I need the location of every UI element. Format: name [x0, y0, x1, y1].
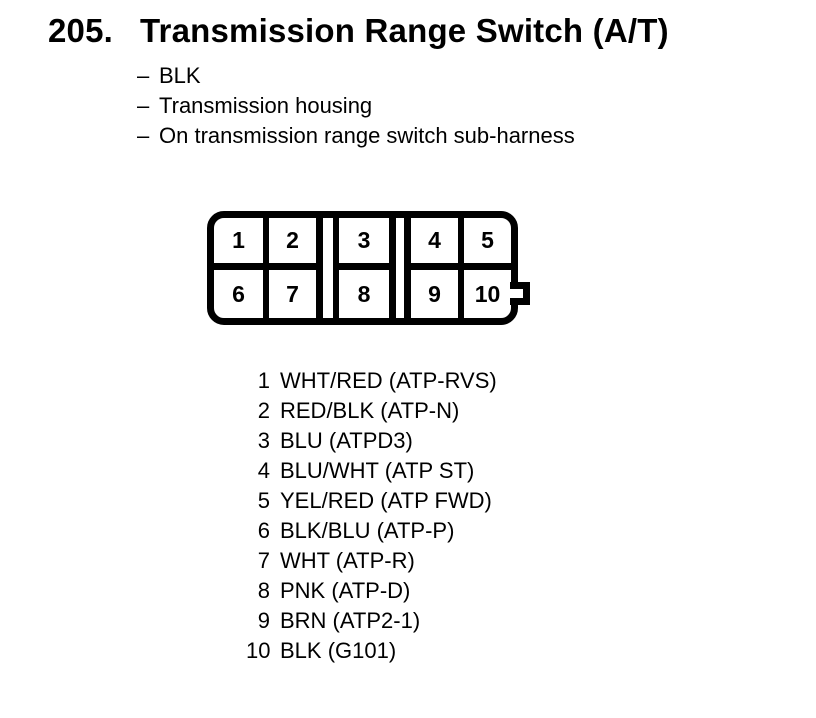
group-gap — [323, 218, 333, 318]
cell-divider — [458, 218, 464, 318]
dash: – — [137, 63, 150, 88]
note-line: – Transmission housing — [137, 91, 575, 121]
pin-description: RED/BLK (ATP-N) — [280, 398, 460, 423]
note-text: Transmission housing — [159, 93, 373, 118]
connector-cavities: 1 2 3 4 5 6 7 8 9 10 — [214, 218, 511, 318]
notes-list: – BLK – Transmission housing – On transm… — [137, 61, 575, 151]
pin-description: BLU/WHT (ATP ST) — [280, 458, 475, 483]
pin-row: 4 BLU/WHT (ATP ST) — [246, 456, 497, 486]
pin-description: WHT (ATP-R) — [280, 548, 415, 573]
pin-cavity-10: 10 — [474, 280, 501, 307]
pin-description: WHT/RED (ATP-RVS) — [280, 368, 497, 393]
pin-cavity-6: 6 — [232, 280, 245, 307]
pin-description: BLU (ATPD3) — [280, 428, 413, 453]
note-line: – On transmission range switch sub-harne… — [137, 121, 575, 151]
pin-number: 10 — [246, 638, 271, 663]
pin-cavity-7: 7 — [286, 280, 299, 307]
pin-row: 1 WHT/RED (ATP-RVS) — [246, 366, 497, 396]
pin-cavity-9: 9 — [428, 280, 441, 307]
pin-cavity-4: 4 — [428, 227, 441, 253]
pin-row: 6 BLK/BLU (ATP-P) — [246, 516, 497, 546]
note-text: On transmission range switch sub-harness — [159, 123, 575, 148]
pin-row: 3 BLU (ATPD3) — [246, 426, 497, 456]
dash: – — [137, 123, 150, 148]
cell-divider — [333, 218, 339, 318]
item-title: Transmission Range Switch (A/T) — [140, 12, 669, 49]
pin-row: 9 BRN (ATP2-1) — [246, 606, 497, 636]
pin-number: 3 — [257, 428, 270, 453]
pin-cavity-5: 5 — [481, 227, 494, 253]
pin-description: PNK (ATP-D) — [280, 578, 411, 603]
dash: – — [137, 93, 150, 118]
pin-number: 8 — [257, 578, 270, 603]
note-line: – BLK — [137, 61, 575, 91]
pin-row: 2 RED/BLK (ATP-N) — [246, 396, 497, 426]
pin-cavity-1: 1 — [232, 227, 245, 253]
pin-number: 6 — [257, 518, 270, 543]
cell-divider — [389, 218, 396, 318]
cell-divider — [263, 218, 269, 318]
connector-key-slot — [503, 289, 523, 298]
page-title: 205. Transmission Range Switch (A/T) — [48, 12, 669, 50]
pin-cavity-2: 2 — [286, 227, 299, 253]
pin-row: 7 WHT (ATP-R) — [246, 546, 497, 576]
pin-cavity-8: 8 — [357, 280, 371, 307]
pin-description: BLK/BLU (ATP-P) — [280, 518, 455, 543]
pin-row: 5 YEL/RED (ATP FWD) — [246, 486, 497, 516]
group-gap — [396, 218, 404, 318]
pin-cavity-3: 3 — [357, 227, 371, 253]
pin-description: BRN (ATP2-1) — [280, 608, 421, 633]
cell-divider — [404, 218, 411, 318]
row-divider — [214, 263, 511, 270]
pin-number: 2 — [257, 398, 270, 423]
connector-outline — [207, 211, 518, 325]
pin-number: 1 — [257, 368, 270, 393]
pin-description: BLK (G101) — [280, 638, 397, 663]
pin-number: 7 — [257, 548, 270, 573]
item-number: 205. — [48, 12, 114, 49]
pin-row: 10 BLK (G101) — [246, 636, 497, 666]
cell-divider — [316, 218, 323, 318]
pin-list: 1 WHT/RED (ATP-RVS) 2 RED/BLK (ATP-N) 3 … — [246, 366, 497, 666]
pin-number: 9 — [257, 608, 270, 633]
connector-diagram: 1 2 3 4 5 6 7 8 9 10 — [207, 211, 530, 325]
note-text: BLK — [159, 63, 201, 88]
pin-description: YEL/RED (ATP FWD) — [280, 488, 492, 513]
pin-number: 4 — [257, 458, 270, 483]
pin-number: 5 — [257, 488, 270, 513]
pin-row: 8 PNK (ATP-D) — [246, 576, 497, 606]
